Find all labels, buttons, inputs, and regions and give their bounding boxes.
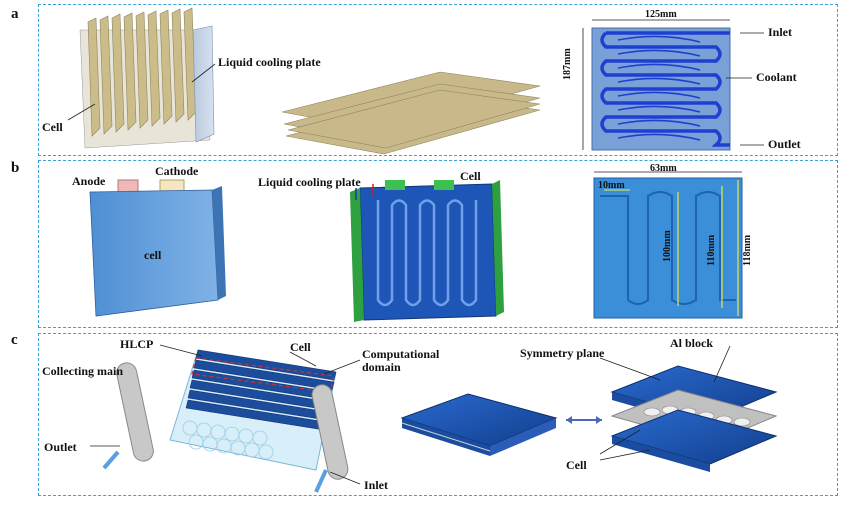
cell-with-cooling-plate: [350, 180, 504, 322]
panel-a: [38, 4, 838, 156]
label-computational-domain: Computational domain: [362, 347, 440, 374]
label-cell-a: Cell: [42, 120, 63, 134]
label-outlet-c: Outlet: [44, 440, 77, 454]
computational-domain-slab: [400, 393, 558, 456]
channel-plate: [593, 177, 743, 319]
panel-c: [38, 333, 838, 496]
label-height-187: 187mm: [562, 48, 573, 80]
label-coolant: Coolant: [756, 70, 797, 84]
serpentine-channel: [600, 31, 730, 147]
single-cell: [89, 179, 226, 317]
label-cell-body: cell: [144, 248, 162, 262]
panel-b: [38, 160, 838, 328]
flat-plates-stack: [281, 71, 541, 155]
label-hlcp: HLCP: [120, 337, 154, 351]
label-dim-100: 100mm: [662, 230, 673, 262]
label-liquid-cooling-plate-a: Liquid cooling plate: [218, 55, 321, 69]
label-inlet-c: Inlet: [364, 478, 388, 492]
label-inlet-a: Inlet: [768, 25, 792, 39]
panel-b-letter: b: [11, 160, 20, 176]
label-dim-110: 110mm: [706, 234, 717, 266]
label-width-125: 125mm: [645, 9, 677, 20]
label-dim-118: 118mm: [742, 234, 753, 266]
label-cell-c: Cell: [290, 340, 311, 354]
label-symmetry-plane: Symmetry plane: [520, 346, 605, 360]
hlcp-assembly: [102, 349, 349, 493]
label-liquid-cooling-plate-b: Liquid cooling plate: [258, 175, 361, 189]
label-anode: Anode: [72, 174, 106, 188]
label-al-block: Al block: [670, 336, 714, 350]
exploded-domain: [610, 365, 778, 472]
panel-c-letter: c: [11, 332, 18, 348]
label-channel-10: 10mm: [598, 180, 625, 191]
label-cell-c2: Cell: [566, 458, 587, 472]
label-collecting-main: Collecting main: [42, 364, 123, 378]
cell-stack-3d: [79, 7, 215, 149]
label-cathode: Cathode: [155, 164, 199, 178]
label-cell-b: Cell: [460, 169, 481, 183]
label-outlet-a: Outlet: [768, 137, 801, 151]
panel-a-letter: a: [11, 6, 19, 22]
label-width-63: 63mm: [650, 163, 677, 174]
